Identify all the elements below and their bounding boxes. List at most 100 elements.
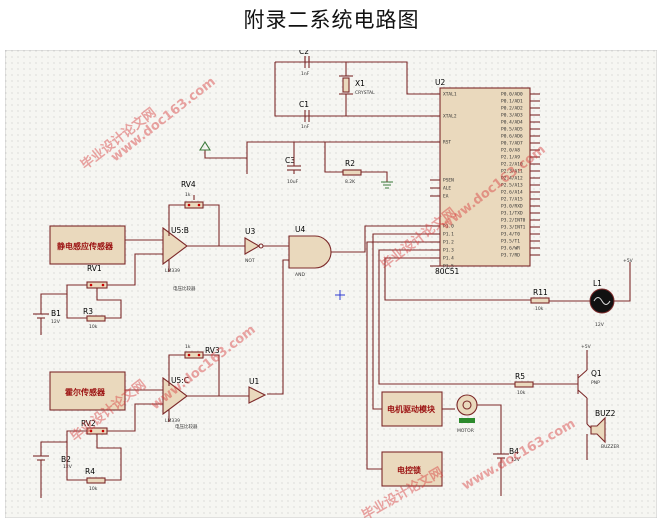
- c3-ref: C3: [285, 156, 295, 165]
- mcu-pin-label: P2.6/A14: [501, 190, 523, 196]
- mcu-pin-label: EA: [443, 194, 449, 200]
- crystal-ref: X1: [355, 79, 365, 88]
- mcu-pin-label: P0.2/AD2: [501, 106, 523, 112]
- mcu-pin-label: P2.3/A11: [501, 169, 523, 175]
- and-gate-u4[interactable]: U4 AND: [288, 225, 332, 278]
- r11-value: 10k: [535, 306, 544, 312]
- lock-block[interactable]: [381, 451, 443, 487]
- r11-ref: R11: [533, 288, 548, 297]
- r2-value: 8.2K: [345, 179, 356, 185]
- r3-value: 10k: [89, 324, 98, 330]
- mcu-pin-label: P0.4/AD4: [501, 120, 523, 126]
- schematic-canvas[interactable]: U2 80C51 XTAL1XTAL2RSTPSENALEEAP1.0P1.1P…: [5, 50, 657, 518]
- electrostatic-sensor-label: 静电感应传感器: [57, 241, 114, 251]
- c2-ref: C2: [299, 50, 309, 56]
- r5-value: 10k: [517, 390, 526, 396]
- mcu-pin-label: P1.4: [443, 256, 454, 262]
- mcu-pin-label: P0.3/AD3: [501, 113, 523, 119]
- opamp-u5c[interactable]: U5:C LM339 电压比较器: [162, 376, 198, 430]
- mcu-pin-label: P2.2/A10: [501, 162, 523, 168]
- supply-label-1: +5V: [623, 258, 634, 264]
- mcu-pin-label: P1.0: [443, 224, 454, 230]
- mcu-pin-label: P1.2: [443, 240, 454, 246]
- l1-ref: L1: [593, 279, 602, 288]
- motor[interactable]: MOTOR: [456, 394, 478, 434]
- u5c-caption: 电压比较器: [175, 423, 198, 430]
- mcu-pin-label: P1.3: [443, 248, 454, 254]
- b2-value: 12V: [63, 464, 73, 470]
- u3-ref: U3: [245, 227, 255, 236]
- mcu-pin-label: PSEN: [443, 178, 454, 184]
- mcu-pin-label: P3.7/RD: [501, 253, 520, 259]
- mcu-pin-label: P1.5: [443, 264, 454, 270]
- rv3-ref: RV3: [205, 346, 220, 355]
- mcu-pin-label: P2.1/A9: [501, 155, 520, 161]
- lamp-l1[interactable]: L1 12V: [589, 279, 615, 328]
- buz2-part: BUZZER: [601, 444, 619, 450]
- c2-value: 1nF: [301, 71, 310, 77]
- mcu-ref: U2: [435, 78, 445, 87]
- mcu-pin-label: P2.7/A15: [501, 197, 523, 203]
- mcu-pin-label: P2.5/A13: [501, 183, 523, 189]
- c3-value: 10uF: [287, 179, 299, 185]
- mcu-pin-label: XTAL1: [443, 92, 457, 98]
- buz2-ref: BUZ2: [595, 409, 616, 418]
- r5-ref: R5: [515, 372, 525, 381]
- r2-ref: R2: [345, 159, 355, 168]
- mcu-pin-label: RST: [443, 140, 451, 146]
- l1-value: 12V: [595, 322, 605, 328]
- rv4-ref: RV4: [181, 180, 196, 189]
- mcu-pin-label: ALE: [443, 186, 451, 192]
- rv1-ref: RV1: [87, 264, 102, 273]
- q1-ref: Q1: [591, 369, 602, 378]
- u3-part: NOT: [245, 258, 255, 264]
- mcu-pin-label: P0.7/AD7: [501, 141, 523, 147]
- mcu-pin-label: P3.6/WR: [501, 246, 520, 252]
- mcu-pin-label: P0.1/AD1: [501, 99, 523, 105]
- mcu-pin-label: P0.5/AD5: [501, 127, 523, 133]
- mcu-pin-label: XTAL2: [443, 114, 457, 120]
- b4-value: 12V: [511, 457, 521, 463]
- electrostatic-sensor-block[interactable]: [49, 225, 126, 265]
- mcu-pin-label: P0.0/AD0: [501, 92, 523, 98]
- mcu-pin-label: P1.1: [443, 232, 454, 238]
- mcu-pin-label: P3.3/INT1: [501, 225, 526, 231]
- r3-ref: R3: [83, 307, 93, 316]
- buffer-u1[interactable]: U1: [248, 377, 267, 404]
- supply-label-2: +5V: [581, 344, 592, 350]
- mcu-pin-label: P3.1/TXD: [501, 211, 523, 217]
- buzzer-buz2[interactable]: BUZ2 BUZZER: [590, 409, 619, 450]
- q1-part: PNP: [591, 380, 600, 386]
- mcu-pin-label: P3.5/T1: [501, 239, 520, 245]
- r4-ref: R4: [85, 467, 95, 476]
- u1-ref: U1: [249, 377, 259, 386]
- lock-label: 电控锁: [397, 465, 421, 475]
- u5b-caption: 电压比较器: [173, 285, 196, 292]
- rv4-value: 1k: [185, 192, 191, 198]
- mcu-pin-label: P3.0/RXD: [501, 204, 523, 210]
- page-title: 附录二系统电路图: [243, 8, 420, 32]
- mcu-part: 80C51: [435, 267, 460, 276]
- mcu-pin-label: P0.6/AD6: [501, 134, 523, 140]
- u4-ref: U4: [295, 225, 305, 234]
- b4-ref: B4: [509, 447, 519, 456]
- r4-value: 10k: [89, 486, 98, 492]
- mcu-pin-label: P3.4/T0: [501, 232, 520, 238]
- b1-ref: B1: [51, 309, 61, 318]
- b1-value: 12V: [51, 319, 61, 325]
- opamp-u5b[interactable]: U5:B LM339 电压比较器: [162, 226, 196, 292]
- mcu-pin-label: P2.0/A8: [501, 148, 520, 154]
- motor-drive-label: 电机驱动模块: [387, 404, 436, 414]
- mcu-pin-label: P2.4/A12: [501, 176, 523, 182]
- hall-sensor-block[interactable]: [49, 371, 126, 411]
- c1-ref: C1: [299, 100, 309, 109]
- crystal-value: CRYSTAL: [355, 90, 375, 96]
- b2-ref: B2: [61, 455, 71, 464]
- u5b-part: LM339: [165, 268, 180, 274]
- hall-sensor-label: 霍尔传感器: [65, 387, 106, 397]
- mcu-u2[interactable]: U2 80C51 XTAL1XTAL2RSTPSENALEEAP1.0P1.1P…: [430, 78, 540, 276]
- rv2-ref: RV2: [81, 419, 96, 428]
- rv3-value: 1k: [185, 344, 191, 350]
- u5c-ref: U5:C: [171, 376, 189, 385]
- mcu-pin-label: P3.2/INT0: [501, 218, 526, 224]
